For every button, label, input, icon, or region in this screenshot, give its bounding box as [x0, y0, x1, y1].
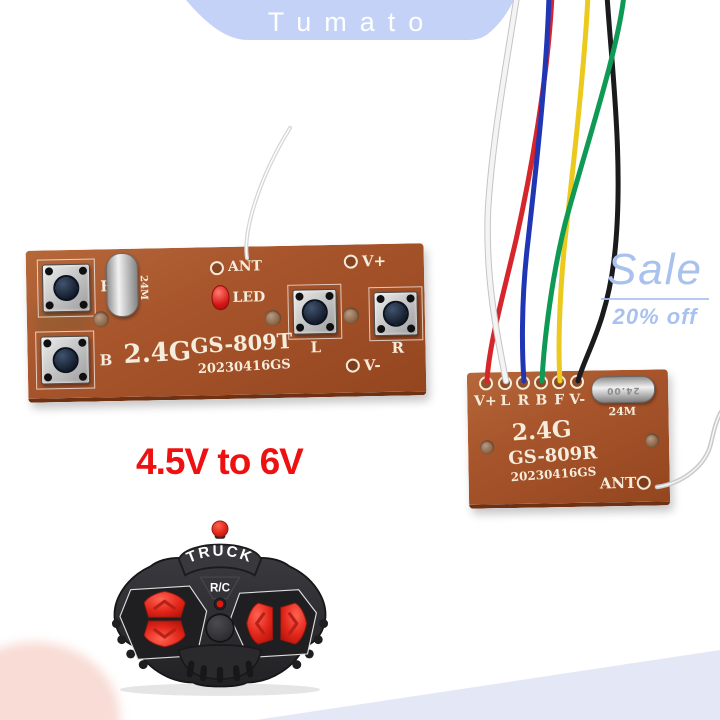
wedge-shape	[256, 650, 720, 720]
sale-text: Sale	[606, 245, 704, 294]
blue-wire	[519, 0, 552, 384]
remote-control: TRUCK R/C	[111, 520, 329, 696]
banner-shape	[186, 0, 514, 40]
power-led	[216, 600, 224, 608]
brand-name: Tumato	[268, 7, 437, 37]
down-arrow-icon	[153, 628, 177, 639]
down-arrow-button	[143, 620, 186, 648]
up-arrow-button	[143, 590, 186, 618]
voltage-range-text: 4.5V to 6V	[136, 441, 304, 482]
rc-label: R/C	[210, 581, 231, 594]
grille-ridges	[186, 660, 254, 683]
promo-block: Sale 20% off	[590, 248, 720, 330]
power-button	[205, 613, 235, 643]
white-wire-outline	[484, 0, 520, 385]
right-arrow-button	[280, 602, 308, 645]
receiver-antenna-highlight	[656, 412, 720, 488]
transmitter-antenna-wire	[244, 126, 292, 260]
left-arrow-button	[246, 602, 274, 645]
badge-plate	[177, 543, 263, 577]
up-arrow-icon	[153, 599, 177, 610]
badge-text: TRUCK	[184, 543, 255, 567]
white-wire	[485, 0, 519, 384]
antenna-nub	[211, 520, 229, 538]
rc-plate	[199, 576, 241, 600]
remote-shadow	[120, 683, 320, 696]
left-arrow-icon	[255, 612, 266, 635]
green-wire	[539, 0, 626, 384]
right-arrow-icon	[288, 612, 299, 635]
sale-underline	[601, 298, 709, 300]
receiver-antenna-wire	[654, 409, 720, 490]
brand-banner: Tumato	[186, 0, 514, 40]
transmitter-antenna-highlight	[245, 127, 291, 259]
discount-text: 20% off	[612, 304, 698, 329]
